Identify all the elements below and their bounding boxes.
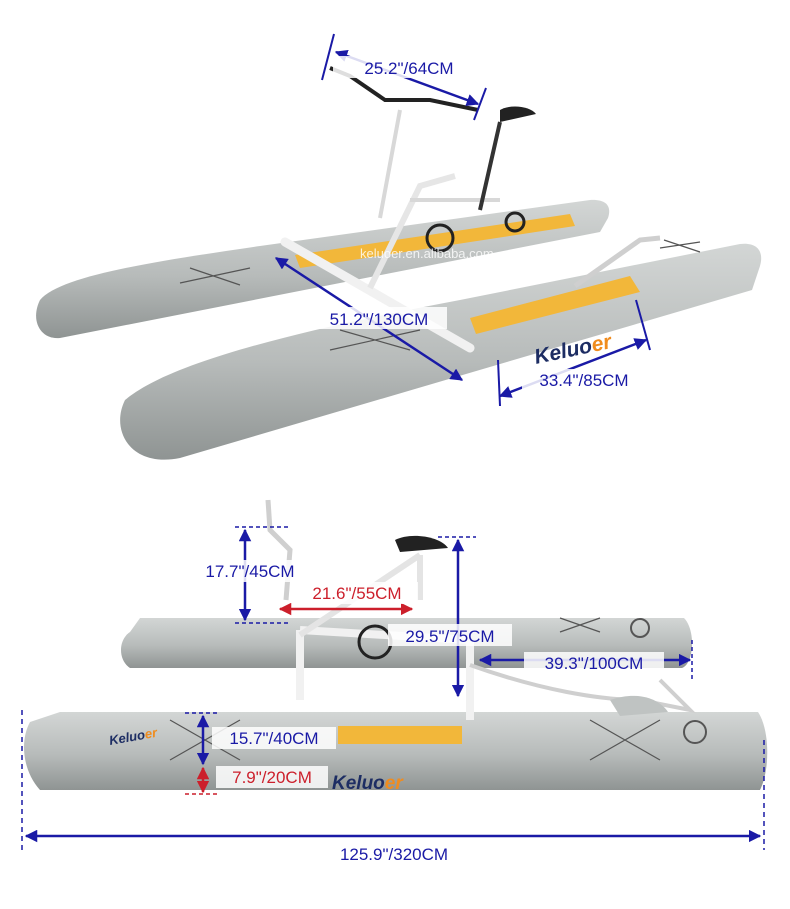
logo-text-small: Keluoer — [108, 725, 159, 748]
seat-to-handlebar-label: 21.6"/55CM — [312, 584, 401, 603]
pontoon-height-label: 15.7"/40CM — [229, 729, 318, 748]
top-dimensions: 25.2"/64CM 51.2"/130CM 33.4"/85CM — [274, 33, 651, 407]
pontoon-spacing-label: 33.4"/85CM — [539, 371, 628, 390]
handlebar-width-label: 25.2"/64CM — [364, 59, 453, 78]
side-dimensions: 17.7"/45CM 21.6"/55CM 29.5"/75CM 39.3"/1… — [21, 526, 765, 864]
propeller-arm-label: 39.3"/100CM — [545, 654, 644, 673]
overall-length-label: 125.9"/320CM — [340, 845, 448, 864]
watermark: keluoer.en.alibaba.com — [360, 246, 494, 261]
water-bike-photo-side: Keluoer Keluoer — [24, 499, 768, 794]
draft-depth-label: 7.9"/20CM — [232, 768, 312, 787]
seat-height-label: 29.5"/75CM — [405, 627, 494, 646]
frame-length-label: 51.2"/130CM — [330, 310, 429, 329]
handlebar-height-label: 17.7"/45CM — [205, 562, 294, 581]
logo-text-side: Keluoer — [332, 773, 404, 794]
water-bike-photo-top: Keluoer keluoer.en.alibaba.com — [36, 66, 762, 460]
